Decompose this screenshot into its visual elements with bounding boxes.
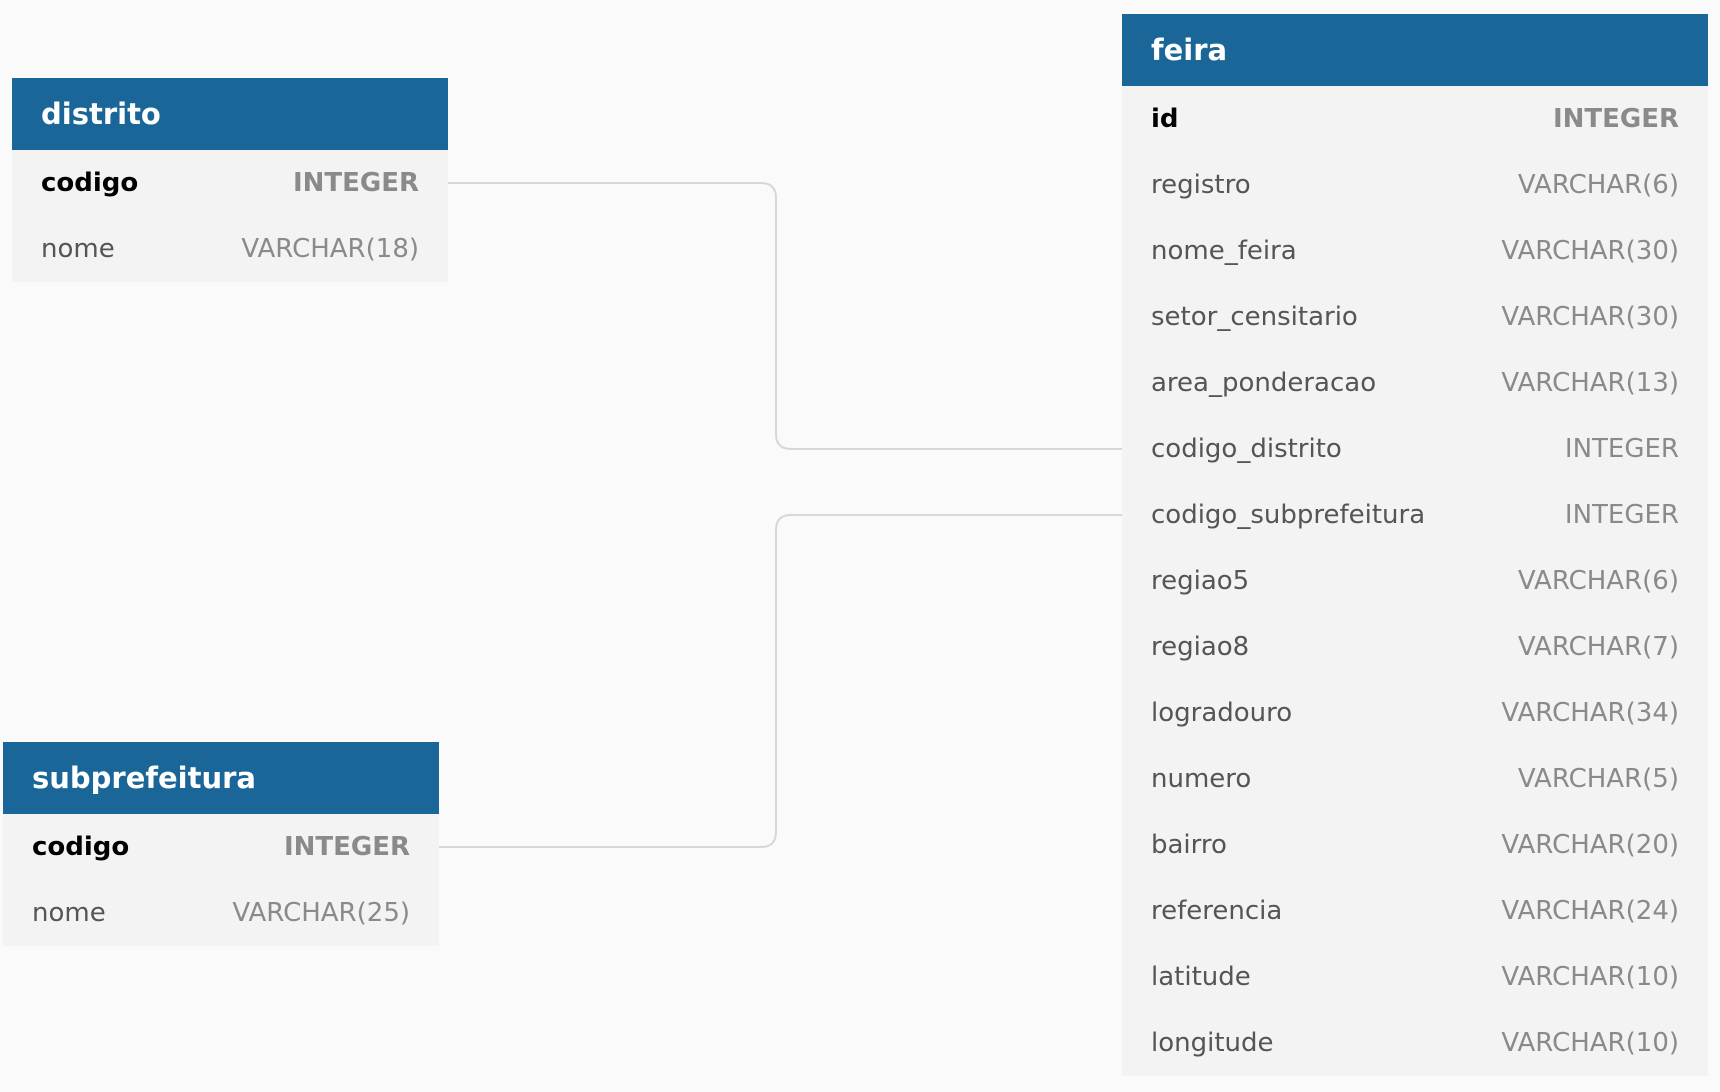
column-row-feira-registro[interactable]: registro VARCHAR(6) <box>1122 152 1708 218</box>
column-name: codigo_subprefeitura <box>1151 500 1426 530</box>
column-type: VARCHAR(6) <box>1517 566 1679 596</box>
column-type: VARCHAR(6) <box>1517 170 1679 200</box>
table-header-feira[interactable]: feira <box>1122 14 1708 86</box>
column-row-feira-id[interactable]: id INTEGER <box>1122 86 1708 152</box>
column-name: logradouro <box>1151 698 1293 728</box>
column-type: INTEGER <box>292 168 419 198</box>
column-row-feira-regiao8[interactable]: regiao8 VARCHAR(7) <box>1122 614 1708 680</box>
column-type: INTEGER <box>283 832 410 862</box>
connector-distrito-feira <box>448 182 1122 450</box>
table-header-distrito[interactable]: distrito <box>12 78 448 150</box>
column-row-feira-codigo_subprefeitura[interactable]: codigo_subprefeitura INTEGER <box>1122 482 1708 548</box>
column-row-feira-bairro[interactable]: bairro VARCHAR(20) <box>1122 812 1708 878</box>
column-row-feira-latitude[interactable]: latitude VARCHAR(10) <box>1122 944 1708 1010</box>
column-type: VARCHAR(7) <box>1517 632 1679 662</box>
column-row-distrito-nome[interactable]: nome VARCHAR(18) <box>12 216 448 282</box>
column-name: id <box>1151 104 1179 134</box>
column-row-feira-longitude[interactable]: longitude VARCHAR(10) <box>1122 1010 1708 1076</box>
column-name: numero <box>1151 764 1252 794</box>
column-row-subprefeitura-nome[interactable]: nome VARCHAR(25) <box>3 880 439 946</box>
column-name: codigo <box>32 832 130 862</box>
column-name: bairro <box>1151 830 1227 860</box>
column-type: INTEGER <box>1564 500 1679 530</box>
column-name: regiao5 <box>1151 566 1250 596</box>
column-row-distrito-codigo[interactable]: codigo INTEGER <box>12 150 448 216</box>
column-name: longitude <box>1151 1028 1274 1058</box>
column-row-feira-codigo_distrito[interactable]: codigo_distrito INTEGER <box>1122 416 1708 482</box>
column-name: codigo_distrito <box>1151 434 1342 464</box>
column-row-feira-numero[interactable]: numero VARCHAR(5) <box>1122 746 1708 812</box>
column-row-feira-regiao5[interactable]: regiao5 VARCHAR(6) <box>1122 548 1708 614</box>
column-row-feira-nome_feira[interactable]: nome_feira VARCHAR(30) <box>1122 218 1708 284</box>
table-subprefeitura[interactable]: subprefeitura codigo INTEGER nome VARCHAR(2… <box>3 742 439 946</box>
column-name: nome_feira <box>1151 236 1297 266</box>
column-name: codigo <box>41 168 139 198</box>
table-header-subprefeitura[interactable]: subprefeitura <box>3 742 439 814</box>
column-type: VARCHAR(20) <box>1501 830 1679 860</box>
column-row-feira-logradouro[interactable]: logradouro VARCHAR(34) <box>1122 680 1708 746</box>
column-name: referencia <box>1151 896 1283 926</box>
column-type: VARCHAR(34) <box>1501 698 1679 728</box>
column-name: area_ponderacao <box>1151 368 1377 398</box>
column-name: nome <box>41 234 115 264</box>
column-type: INTEGER <box>1552 104 1679 134</box>
column-type: INTEGER <box>1564 434 1679 464</box>
column-type: VARCHAR(10) <box>1501 1028 1679 1058</box>
column-name: regiao8 <box>1151 632 1250 662</box>
column-name: latitude <box>1151 962 1251 992</box>
column-row-feira-referencia[interactable]: referencia VARCHAR(24) <box>1122 878 1708 944</box>
column-name: setor_censitario <box>1151 302 1358 332</box>
column-type: VARCHAR(5) <box>1517 764 1679 794</box>
column-type: VARCHAR(30) <box>1501 302 1679 332</box>
column-type: VARCHAR(25) <box>232 898 410 928</box>
table-distrito[interactable]: distrito codigo INTEGER nome VARCHAR(18) <box>12 78 448 282</box>
column-row-subprefeitura-codigo[interactable]: codigo INTEGER <box>3 814 439 880</box>
column-name: nome <box>32 898 106 928</box>
column-row-feira-area_ponderacao[interactable]: area_ponderacao VARCHAR(13) <box>1122 350 1708 416</box>
column-row-feira-setor_censitario[interactable]: setor_censitario VARCHAR(30) <box>1122 284 1708 350</box>
column-type: VARCHAR(13) <box>1501 368 1679 398</box>
column-type: VARCHAR(18) <box>241 234 419 264</box>
column-type: VARCHAR(30) <box>1501 236 1679 266</box>
column-name: registro <box>1151 170 1251 200</box>
connector-subprefeitura-feira <box>439 514 1122 848</box>
column-type: VARCHAR(24) <box>1501 896 1679 926</box>
column-type: VARCHAR(10) <box>1501 962 1679 992</box>
